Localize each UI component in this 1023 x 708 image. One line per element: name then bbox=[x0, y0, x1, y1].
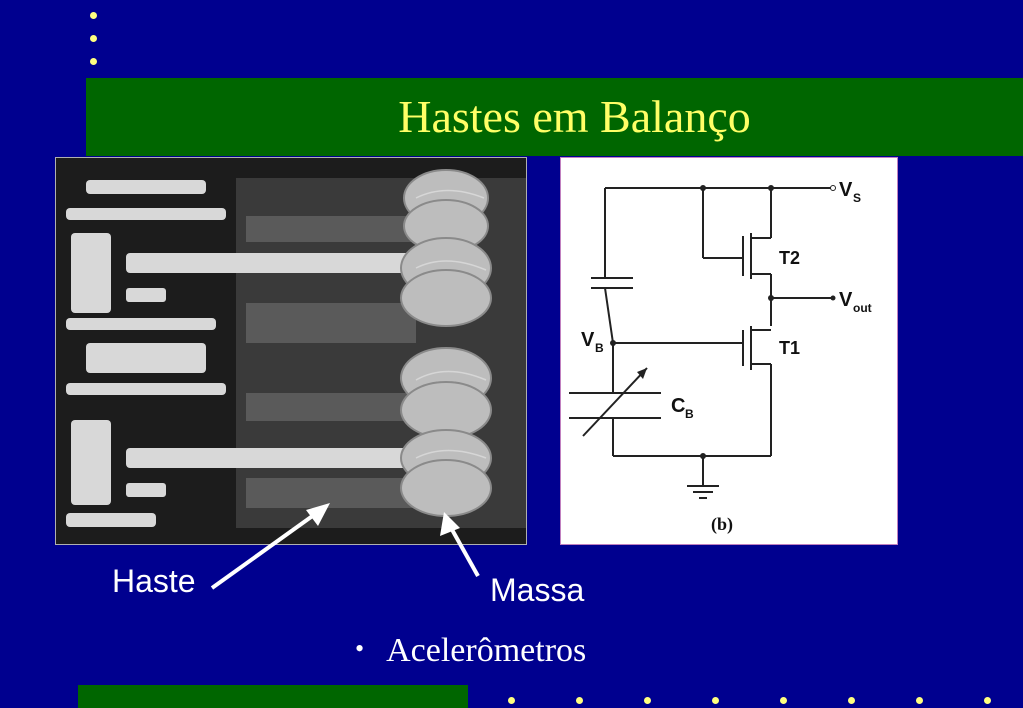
decor-dot bbox=[916, 697, 923, 704]
decor-dot bbox=[90, 35, 97, 42]
slide-title: Hastes em Balanço bbox=[398, 91, 751, 142]
label-vb-sub: B bbox=[595, 341, 604, 355]
label-vs-sub: S bbox=[853, 191, 861, 205]
bullet-text: Acelerômetros bbox=[386, 632, 587, 669]
decor-dot bbox=[90, 12, 97, 19]
bottom-bar bbox=[78, 685, 468, 708]
label-t2: T2 bbox=[779, 248, 800, 268]
label-vb: V bbox=[581, 329, 595, 351]
label-cb-sub: B bbox=[685, 407, 694, 421]
decor-dot bbox=[984, 697, 991, 704]
bullet-item: • Acelerômetros bbox=[355, 632, 586, 670]
label-vout-sub: out bbox=[853, 301, 872, 315]
circuit-caption: (b) bbox=[711, 514, 733, 535]
decor-dot bbox=[508, 697, 515, 704]
circuit-diagram: V S V out V B C B T2 T1 (b) bbox=[560, 157, 898, 545]
label-vs: V bbox=[839, 179, 853, 201]
cantilever-photo bbox=[55, 157, 527, 545]
bullet-marker: • bbox=[355, 634, 365, 663]
decor-dot bbox=[644, 697, 651, 704]
decor-dot bbox=[576, 697, 583, 704]
decor-dot bbox=[712, 697, 719, 704]
label-massa: Massa bbox=[490, 572, 585, 608]
label-cb: C bbox=[671, 395, 685, 417]
label-vout: V bbox=[839, 289, 853, 311]
decor-dot bbox=[780, 697, 787, 704]
decor-dot bbox=[848, 697, 855, 704]
label-haste: Haste bbox=[112, 563, 196, 599]
decor-dot bbox=[90, 58, 97, 65]
title-bar: Hastes em Balanço bbox=[86, 78, 1023, 156]
label-t1: T1 bbox=[779, 338, 800, 358]
